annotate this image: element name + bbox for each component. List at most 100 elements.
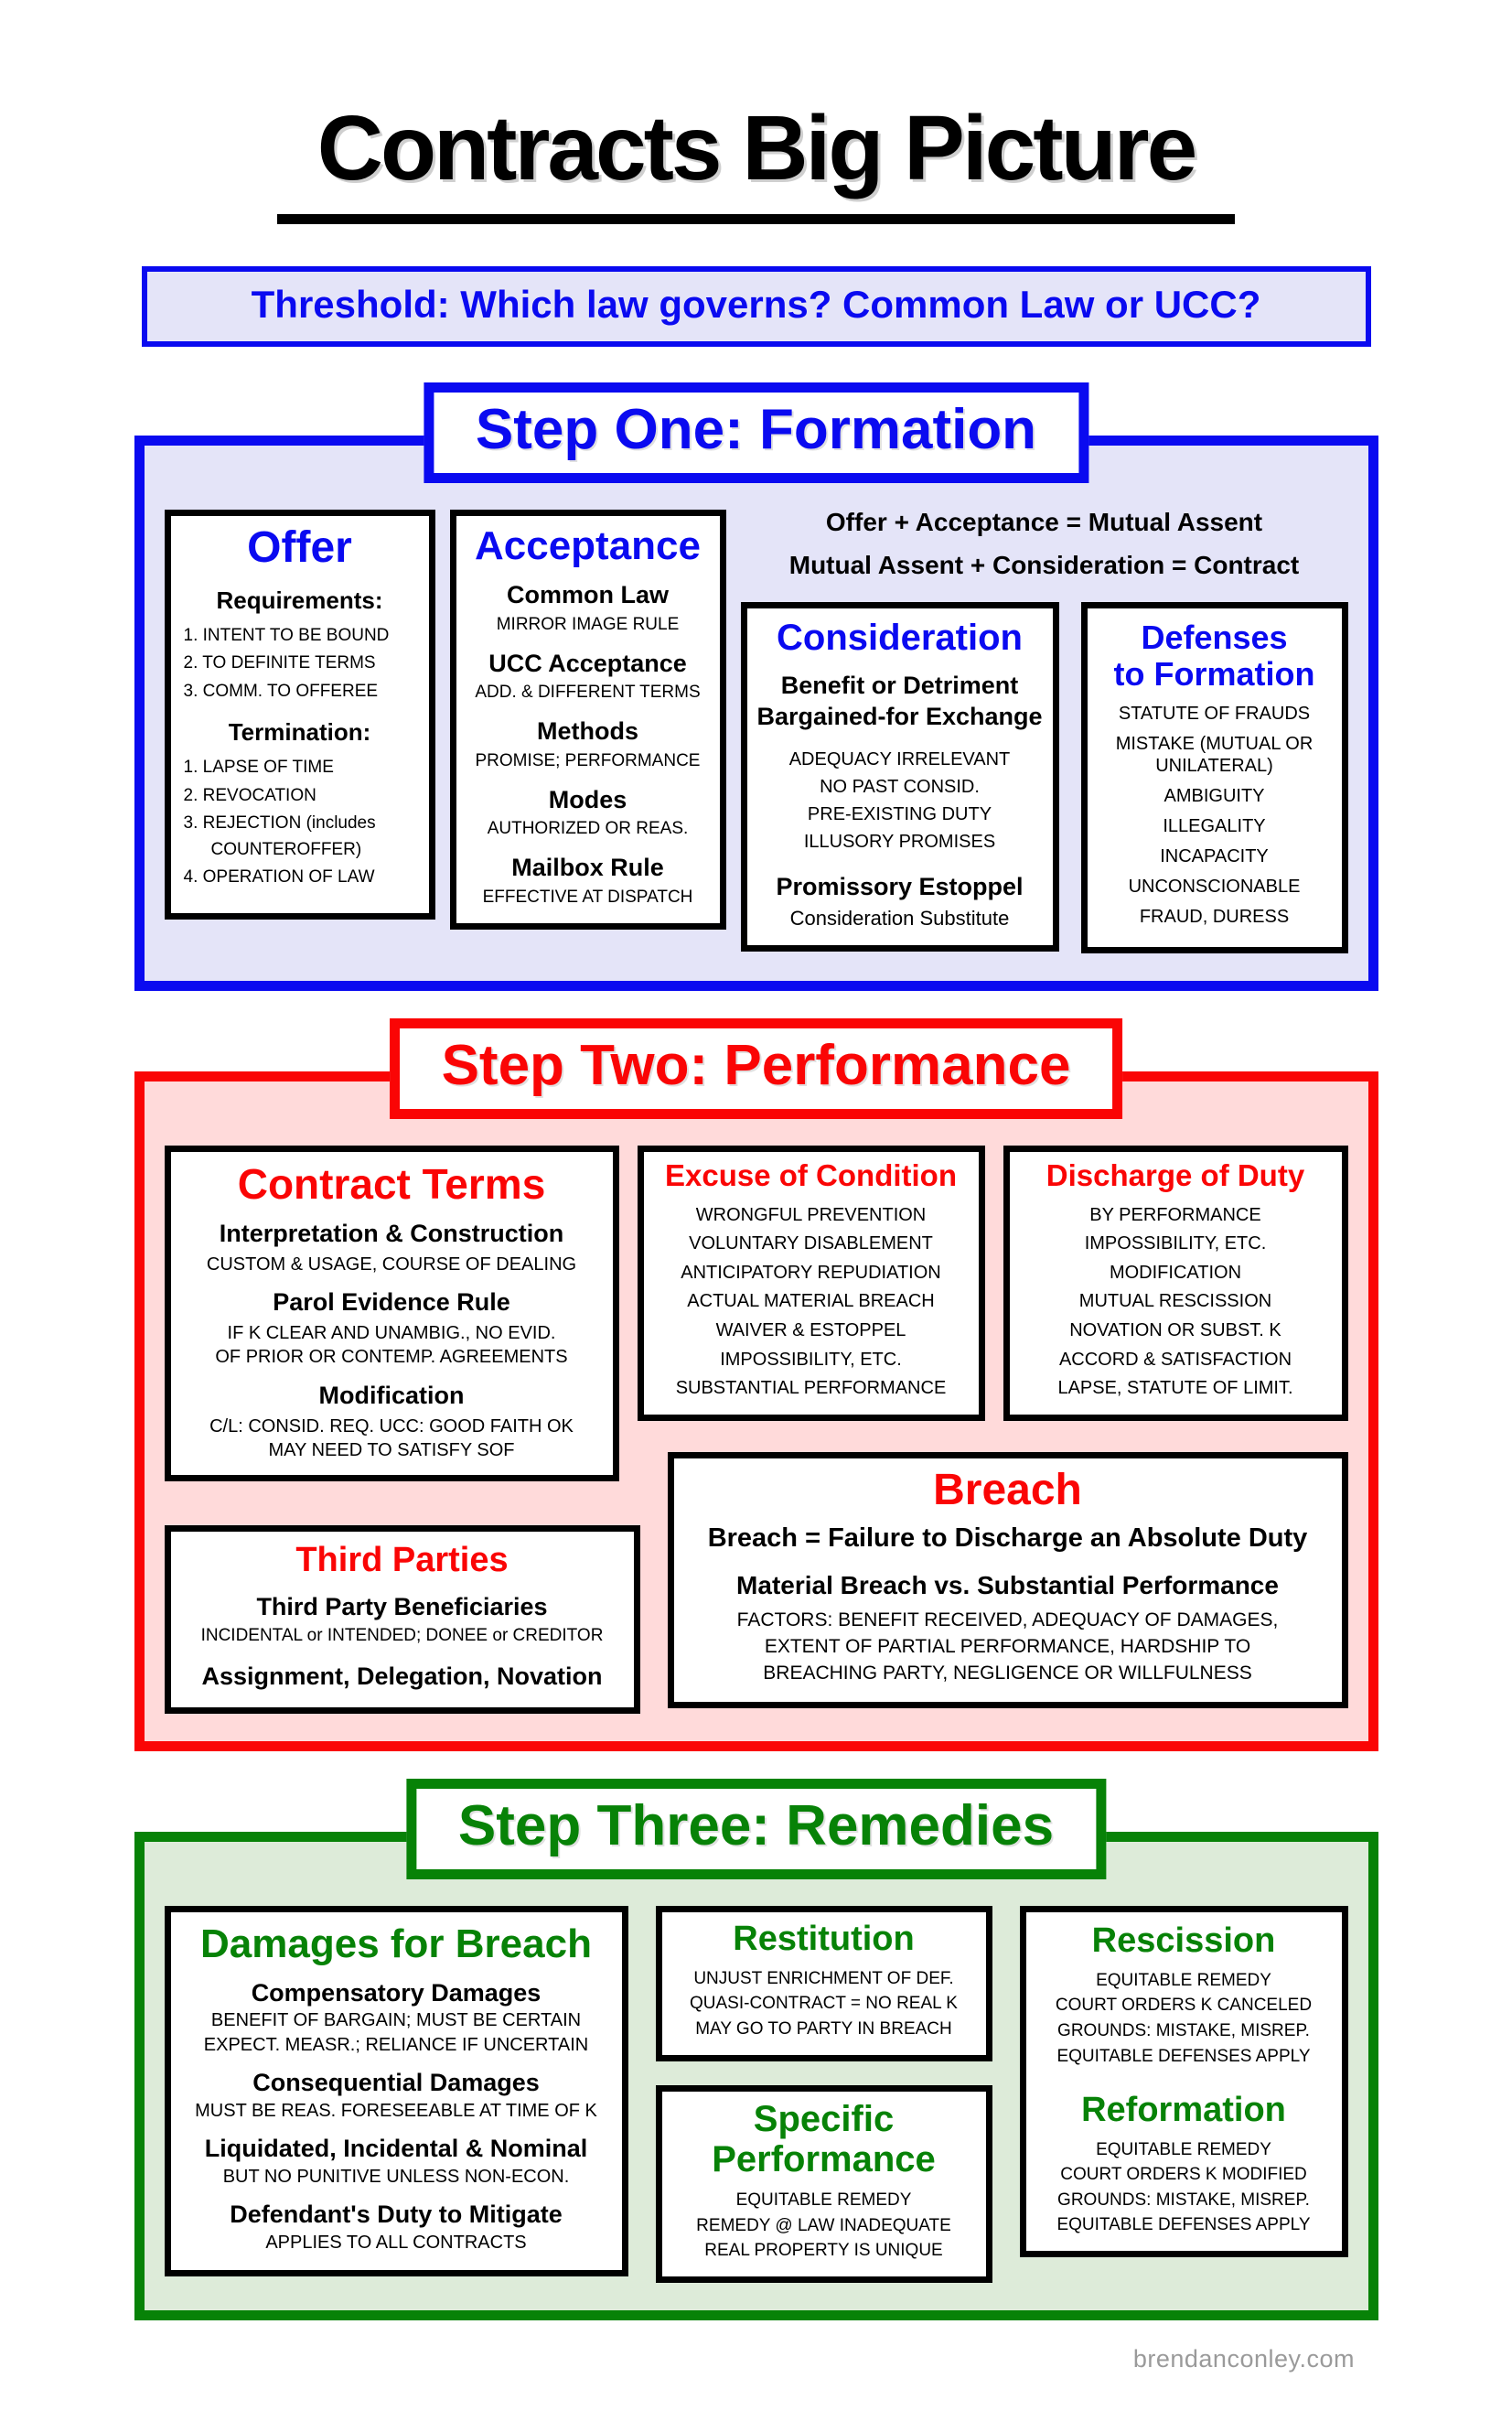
step-one-formation-section: Step One: Formation Offer Requirements: … [134, 382, 1378, 991]
modification-line: C/L: CONSID. REQ. UCC: GOOD FAITH OK [209, 1415, 574, 1437]
mitigate-line: APPLIES TO ALL CONTRACTS [265, 2233, 527, 2254]
defense-item: ILLEGALITY [1163, 815, 1266, 836]
defenses-items: STATUTE OF FRAUDS MISTAKE (MUTUAL OR UNI… [1093, 703, 1336, 928]
restitution-box: Restitution UNJUST ENRICHMENT OF DEF. QU… [655, 1906, 992, 2061]
breach-factors: FACTORS: BENEFIT RECEIVED, ADEQUACY OF D… [683, 1608, 1333, 1687]
compensatory-line: BENEFIT OF BARGAIN; MUST BE CERTAIN [210, 2010, 582, 2031]
specific-performance-items: EQUITABLE REMEDY REMEDY @ LAW INADEQUATE… [668, 2188, 981, 2264]
step-two-performance-section: Step Two: Performance Contract Terms Int… [134, 1017, 1378, 1752]
formation-right-row: Consideration Benefit or Detriment Barga… [740, 602, 1348, 953]
contract-terms-box: Contract Terms Interpretation & Construc… [164, 1145, 619, 1482]
excuse-of-condition-box: Excuse of Condition WRONGFUL PREVENTION … [637, 1145, 985, 1421]
modification-heading: Modification [318, 1381, 465, 1409]
consideration-title: Consideration [777, 618, 1023, 658]
rescission-reformation-box: Rescission EQUITABLE REMEDY COURT ORDERS… [1019, 1906, 1348, 2257]
step-three-header: Step Three: Remedies [405, 1779, 1107, 1880]
offer-termination-item: 2. REVOCATION [183, 785, 316, 805]
damages-title: Damages for Breach [200, 1921, 592, 1967]
discharge-item: MUTUAL RESCISSION [1078, 1291, 1272, 1312]
liquidated-line: BUT NO PUNITIVE UNLESS NON-ECON. [222, 2167, 570, 2188]
consideration-item: ILLUSORY PROMISES [803, 832, 996, 853]
restitution-title: Restitution [733, 1920, 915, 1959]
footer-credit: brendanconley.com [1132, 2345, 1355, 2373]
excuse-items: WRONGFUL PREVENTION VOLUNTARY DISABLEMEN… [649, 1201, 973, 1404]
excuse-item: IMPOSSIBILITY, ETC. [720, 1349, 902, 1370]
interpretation-lines: CUSTOM & USAGE, COURSE OF DEALING [178, 1253, 606, 1276]
consideration-box: Consideration Benefit or Detriment Barga… [740, 602, 1059, 952]
acceptance-methods-body: PROMISE; PERFORMANCE [475, 750, 701, 770]
damages-for-breach-box: Damages for Breach Compensatory Damages … [164, 1906, 628, 2276]
rescission-item: EQUITABLE DEFENSES APPLY [1056, 2046, 1311, 2066]
discharge-item: ACCORD & SATISFACTION [1058, 1349, 1292, 1370]
breach-factor-line: EXTENT OF PARTIAL PERFORMANCE, HARDSHIP … [764, 1635, 1251, 1657]
discharge-item: MODIFICATION [1109, 1262, 1242, 1283]
step-one-body: Offer Requirements: 1. INTENT TO BE BOUN… [134, 436, 1378, 991]
remedies-middle-column: Restitution UNJUST ENRICHMENT OF DEF. QU… [655, 1906, 992, 2283]
compensatory-line: EXPECT. MEASR.; RELIANCE IF UNCERTAIN [203, 2034, 589, 2055]
parol-evidence-line: IF K CLEAR AND UNAMBIG., NO EVID. [227, 1323, 556, 1344]
defense-item: AMBIGUITY [1163, 785, 1265, 806]
rescission-title: Rescission [1091, 1921, 1276, 1961]
defenses-title-line2: to Formation [1113, 655, 1315, 694]
reformation-item: EQUITABLE DEFENSES APPLY [1056, 2215, 1311, 2235]
specific-performance-item: REMEDY @ LAW INADEQUATE [696, 2215, 951, 2235]
breach-title: Breach [933, 1466, 1082, 1515]
acceptance-modes-heading: Modes [548, 785, 627, 813]
reformation-title: Reformation [1081, 2091, 1286, 2130]
offer-box: Offer Requirements: 1. INTENT TO BE BOUN… [164, 510, 435, 920]
mutual-assent-formula: Offer + Acceptance = Mutual Assent [825, 508, 1263, 536]
step-two-header: Step Two: Performance [389, 1017, 1123, 1119]
acceptance-title: Acceptance [474, 523, 701, 568]
excuse-item: ANTICIPATORY REPUDIATION [681, 1262, 941, 1283]
interpretation-line: CUSTOM & USAGE, COURSE OF DEALING [206, 1254, 577, 1275]
rescission-item: COURT ORDERS K CANCELED [1055, 1996, 1313, 2016]
excuse-item: SUBSTANTIAL PERFORMANCE [675, 1378, 947, 1399]
step-two-row-2: Third Parties Third Party Beneficiaries … [164, 1452, 1348, 1715]
acceptance-ucc-heading: UCC Acceptance [488, 649, 687, 677]
discharge-item: BY PERFORMANCE [1089, 1204, 1261, 1225]
breach-box: Breach Breach = Failure to Discharge an … [667, 1452, 1348, 1708]
defenses-to-formation-box: Defenses to Formation STATUTE OF FRAUDS … [1080, 602, 1348, 953]
promissory-estoppel-body: Consideration Substitute [789, 907, 1010, 931]
defenses-title-line1: Defenses [1141, 619, 1288, 656]
discharge-item: NOVATION OR SUBST. K [1069, 1319, 1281, 1340]
acceptance-modes-body: AUTHORIZED OR REAS. [487, 819, 689, 839]
reformation-item: GROUNDS: MISTAKE, MISREP. [1057, 2190, 1310, 2210]
acceptance-mailbox-heading: Mailbox Rule [511, 854, 664, 882]
acceptance-box: Acceptance Common Law MIRROR IMAGE RULE … [449, 510, 726, 931]
specific-performance-item: EQUITABLE REMEDY [735, 2190, 912, 2211]
page-title: Contracts Big Picture [316, 97, 1197, 199]
modification-line: MAY NEED TO SATISFY SOF [268, 1439, 515, 1460]
promissory-estoppel-heading: Promissory Estoppel [776, 873, 1024, 901]
reformation-items: EQUITABLE REMEDY COURT ORDERS K MODIFIED… [1032, 2137, 1336, 2238]
acceptance-ucc-body: ADD. & DIFFERENT TERMS [475, 683, 701, 703]
interpretation-heading: Interpretation & Construction [219, 1220, 564, 1248]
excuse-title: Excuse of Condition [664, 1157, 957, 1192]
consequential-line: MUST BE REAS. FORESEEABLE AT TIME OF K [195, 2100, 597, 2121]
step-three-row: Damages for Breach Compensatory Damages … [164, 1906, 1348, 2283]
consideration-item: ADEQUACY IRRELEVANT [788, 749, 1011, 770]
offer-termination-item: 3. REJECTION (includes COUNTEROFFER) [183, 813, 376, 859]
excuse-item: WAIVER & ESTOPPEL [715, 1319, 906, 1340]
parol-evidence-lines: IF K CLEAR AND UNAMBIG., NO EVID. OF PRI… [178, 1321, 606, 1370]
restitution-items: UNJUST ENRICHMENT OF DEF. QUASI-CONTRACT… [668, 1966, 981, 2042]
defense-item: FRAUD, DURESS [1139, 906, 1290, 927]
acceptance-common-law-heading: Common Law [506, 581, 669, 609]
excuse-item: VOLUNTARY DISABLEMENT [689, 1233, 933, 1254]
defense-item: INCAPACITY [1160, 845, 1269, 866]
assignment-delegation-heading: Assignment, Delegation, Novation [201, 1663, 603, 1691]
breach-factor-line: BREACHING PARTY, NEGLIGENCE OR WILLFULNE… [763, 1662, 1252, 1684]
offer-title: Offer [247, 523, 352, 572]
offer-termination-item: 4. OPERATION OF LAW [183, 867, 375, 888]
consideration-items: ADEQUACY IRRELEVANT NO PAST CONSID. PRE-… [755, 746, 1046, 856]
defense-item: STATUTE OF FRAUDS [1118, 703, 1311, 724]
third-parties-box: Third Parties Third Party Beneficiaries … [164, 1525, 640, 1715]
step-two-row-1: Contract Terms Interpretation & Construc… [164, 1145, 1348, 1482]
step-two-body: Contract Terms Interpretation & Construc… [134, 1071, 1378, 1752]
third-party-beneficiaries-body: INCIDENTAL or INTENDED; DONEE or CREDITO… [200, 1625, 604, 1645]
consideration-benefit-heading: Benefit or Detriment [780, 671, 1019, 699]
consideration-bargain-heading: Bargained-for Exchange [756, 702, 1043, 730]
breach-factor-line: FACTORS: BENEFIT RECEIVED, ADEQUACY OF D… [736, 1609, 1279, 1630]
offer-termination-heading: Termination: [228, 718, 371, 747]
rescission-item: EQUITABLE REMEDY [1096, 1970, 1271, 1990]
